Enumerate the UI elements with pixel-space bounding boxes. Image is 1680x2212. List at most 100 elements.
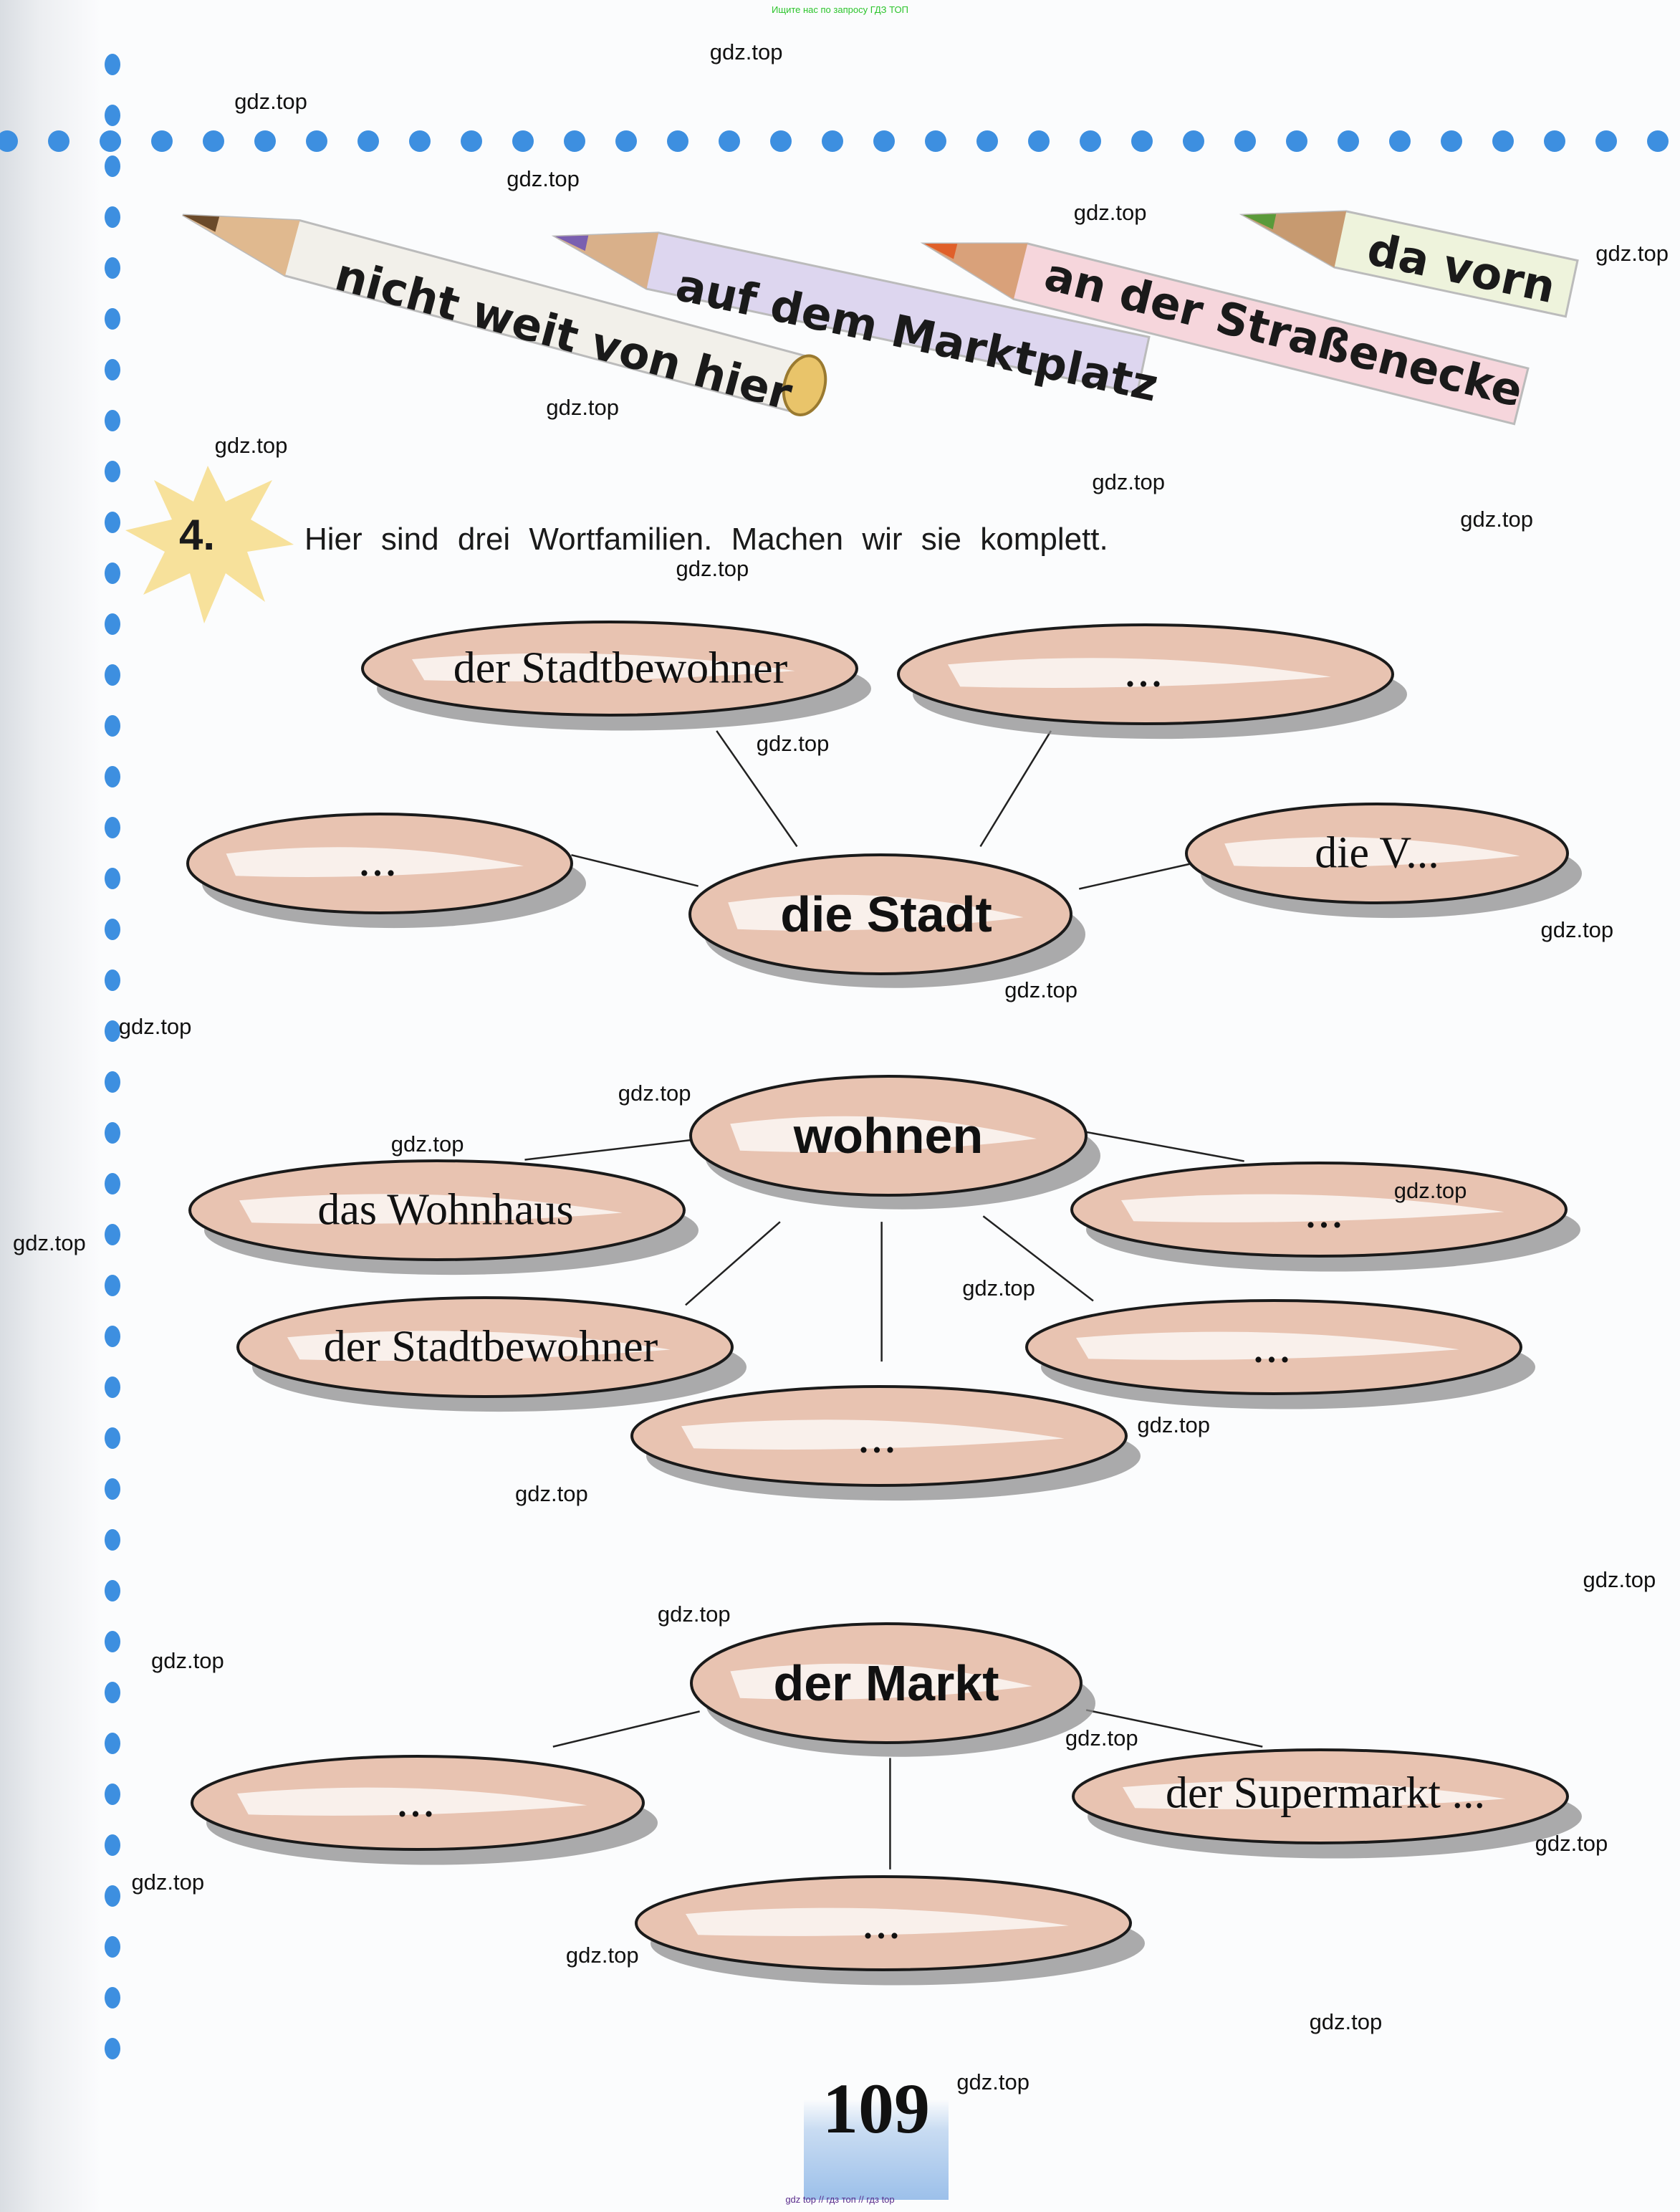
watermark-text: gdz.top (13, 1230, 86, 1255)
border-dot (105, 1427, 120, 1449)
word-stadtbewohner: der Stadtbewohner (453, 643, 788, 693)
connector-line (1083, 1130, 1244, 1162)
border-dot (105, 1122, 120, 1144)
border-dot (105, 1682, 120, 1703)
connector-line (982, 1215, 1094, 1302)
watermark-text: gdz.top (1583, 1567, 1656, 1593)
connector-line (552, 1710, 700, 1748)
border-dot (105, 155, 120, 177)
watermark-text: gdz.top (1137, 1412, 1211, 1437)
word-ellipse (689, 1075, 1100, 1210)
border-dot (100, 130, 121, 152)
task-starburst (125, 466, 294, 623)
watermark-text: gdz.top (546, 395, 620, 421)
border-dot (409, 130, 431, 152)
word-ellipses (186, 621, 1582, 1986)
watermark-text: gdz.top (1595, 241, 1669, 267)
border-dot (306, 130, 327, 152)
connector-line (716, 730, 798, 848)
watermark-text: gdz.top (709, 39, 783, 64)
word-ellipse (236, 1296, 747, 1412)
word-blank: ... (1125, 654, 1166, 694)
word-ellipse (630, 1385, 1141, 1501)
watermark-text: gdz.top (234, 88, 307, 114)
border-dot (1595, 130, 1617, 152)
word-ellipse (1070, 1162, 1580, 1272)
border-dot (105, 969, 120, 991)
connector-line (1079, 862, 1193, 890)
connector-line (524, 1139, 691, 1161)
watermark-text: gdz.top (1092, 469, 1166, 495)
footer-note: gdz top // гдз топ // гдз top (785, 2194, 895, 2205)
watermark-text: gdz.top (118, 1014, 192, 1040)
connector-line (1085, 1709, 1263, 1748)
word-supermarkt: der Supermarkt ... (1166, 1768, 1485, 1818)
watermark-text: gdz.top (756, 730, 830, 756)
border-dot (105, 1631, 120, 1652)
border-dot (151, 130, 173, 152)
border-dot (105, 1580, 120, 1601)
word-ellipse (1185, 803, 1582, 919)
border-dot (105, 562, 120, 584)
center-der-markt: der Markt (773, 1655, 999, 1711)
border-dot (822, 130, 843, 152)
border-dot (48, 130, 69, 152)
watermark-text: gdz.top (565, 1943, 639, 1968)
border-dot (105, 308, 120, 330)
pencil-da-vorn (1239, 210, 1579, 318)
border-dot (105, 1275, 120, 1296)
border-dot (105, 1326, 120, 1347)
border-dot (1234, 130, 1256, 152)
border-dot (105, 410, 120, 431)
border-dot (873, 130, 895, 152)
border-dot (105, 1936, 120, 1958)
word-stadtbewohner-2: der Stadtbewohner (323, 1322, 658, 1371)
border-dot (1389, 130, 1411, 152)
pencil-nicht-weit (182, 214, 827, 416)
watermark-text: gdz.top (214, 433, 288, 459)
word-ellipse (688, 853, 1085, 988)
dot-border (0, 54, 1669, 2059)
border-dot (1080, 130, 1101, 152)
watermark-text: gdz.top (1004, 977, 1077, 1003)
border-dot (1131, 130, 1153, 152)
word-ellipse (188, 1159, 699, 1275)
task-number: 4. (179, 511, 216, 559)
border-dot (105, 1020, 120, 1042)
border-dot (105, 359, 120, 380)
word-blank: ... (859, 1420, 899, 1460)
border-dot (105, 257, 120, 279)
watermark-text: gdz.top (1309, 2008, 1383, 2034)
word-ellipse (361, 621, 871, 731)
watermark-text: gdz.top (1073, 200, 1147, 226)
border-dot (105, 817, 120, 838)
connector-line (685, 1221, 781, 1306)
watermark-text: gdz.top (618, 1080, 691, 1106)
border-dot (1028, 130, 1050, 152)
connector-line (979, 730, 1052, 848)
header-note: Ищите нас по запросу ГДЗ ТОП (772, 4, 908, 15)
border-dot (105, 54, 120, 75)
border-dot (105, 1885, 120, 1907)
border-dot (105, 919, 120, 940)
word-blank: ... (1306, 1195, 1346, 1235)
watermark-text: gdz.top (1540, 916, 1614, 942)
border-dot (105, 1834, 120, 1856)
border-dot (1286, 130, 1307, 152)
border-dot (105, 512, 120, 533)
border-dot (105, 1529, 120, 1551)
word-ellipse (186, 813, 586, 929)
border-dot (357, 130, 379, 152)
connector-lines (524, 730, 1263, 1869)
border-dot (105, 715, 120, 737)
border-dot (770, 130, 792, 152)
border-dot (105, 1173, 120, 1194)
watermark-text: gdz.top (1393, 1177, 1467, 1203)
border-dot (719, 130, 740, 152)
border-dot (105, 2038, 120, 2059)
border-dot (105, 664, 120, 686)
word-blank: ... (398, 1784, 438, 1824)
border-dot (615, 130, 637, 152)
pencil-strassenecke (920, 242, 1530, 426)
watermark-text: gdz.top (962, 1275, 1035, 1301)
